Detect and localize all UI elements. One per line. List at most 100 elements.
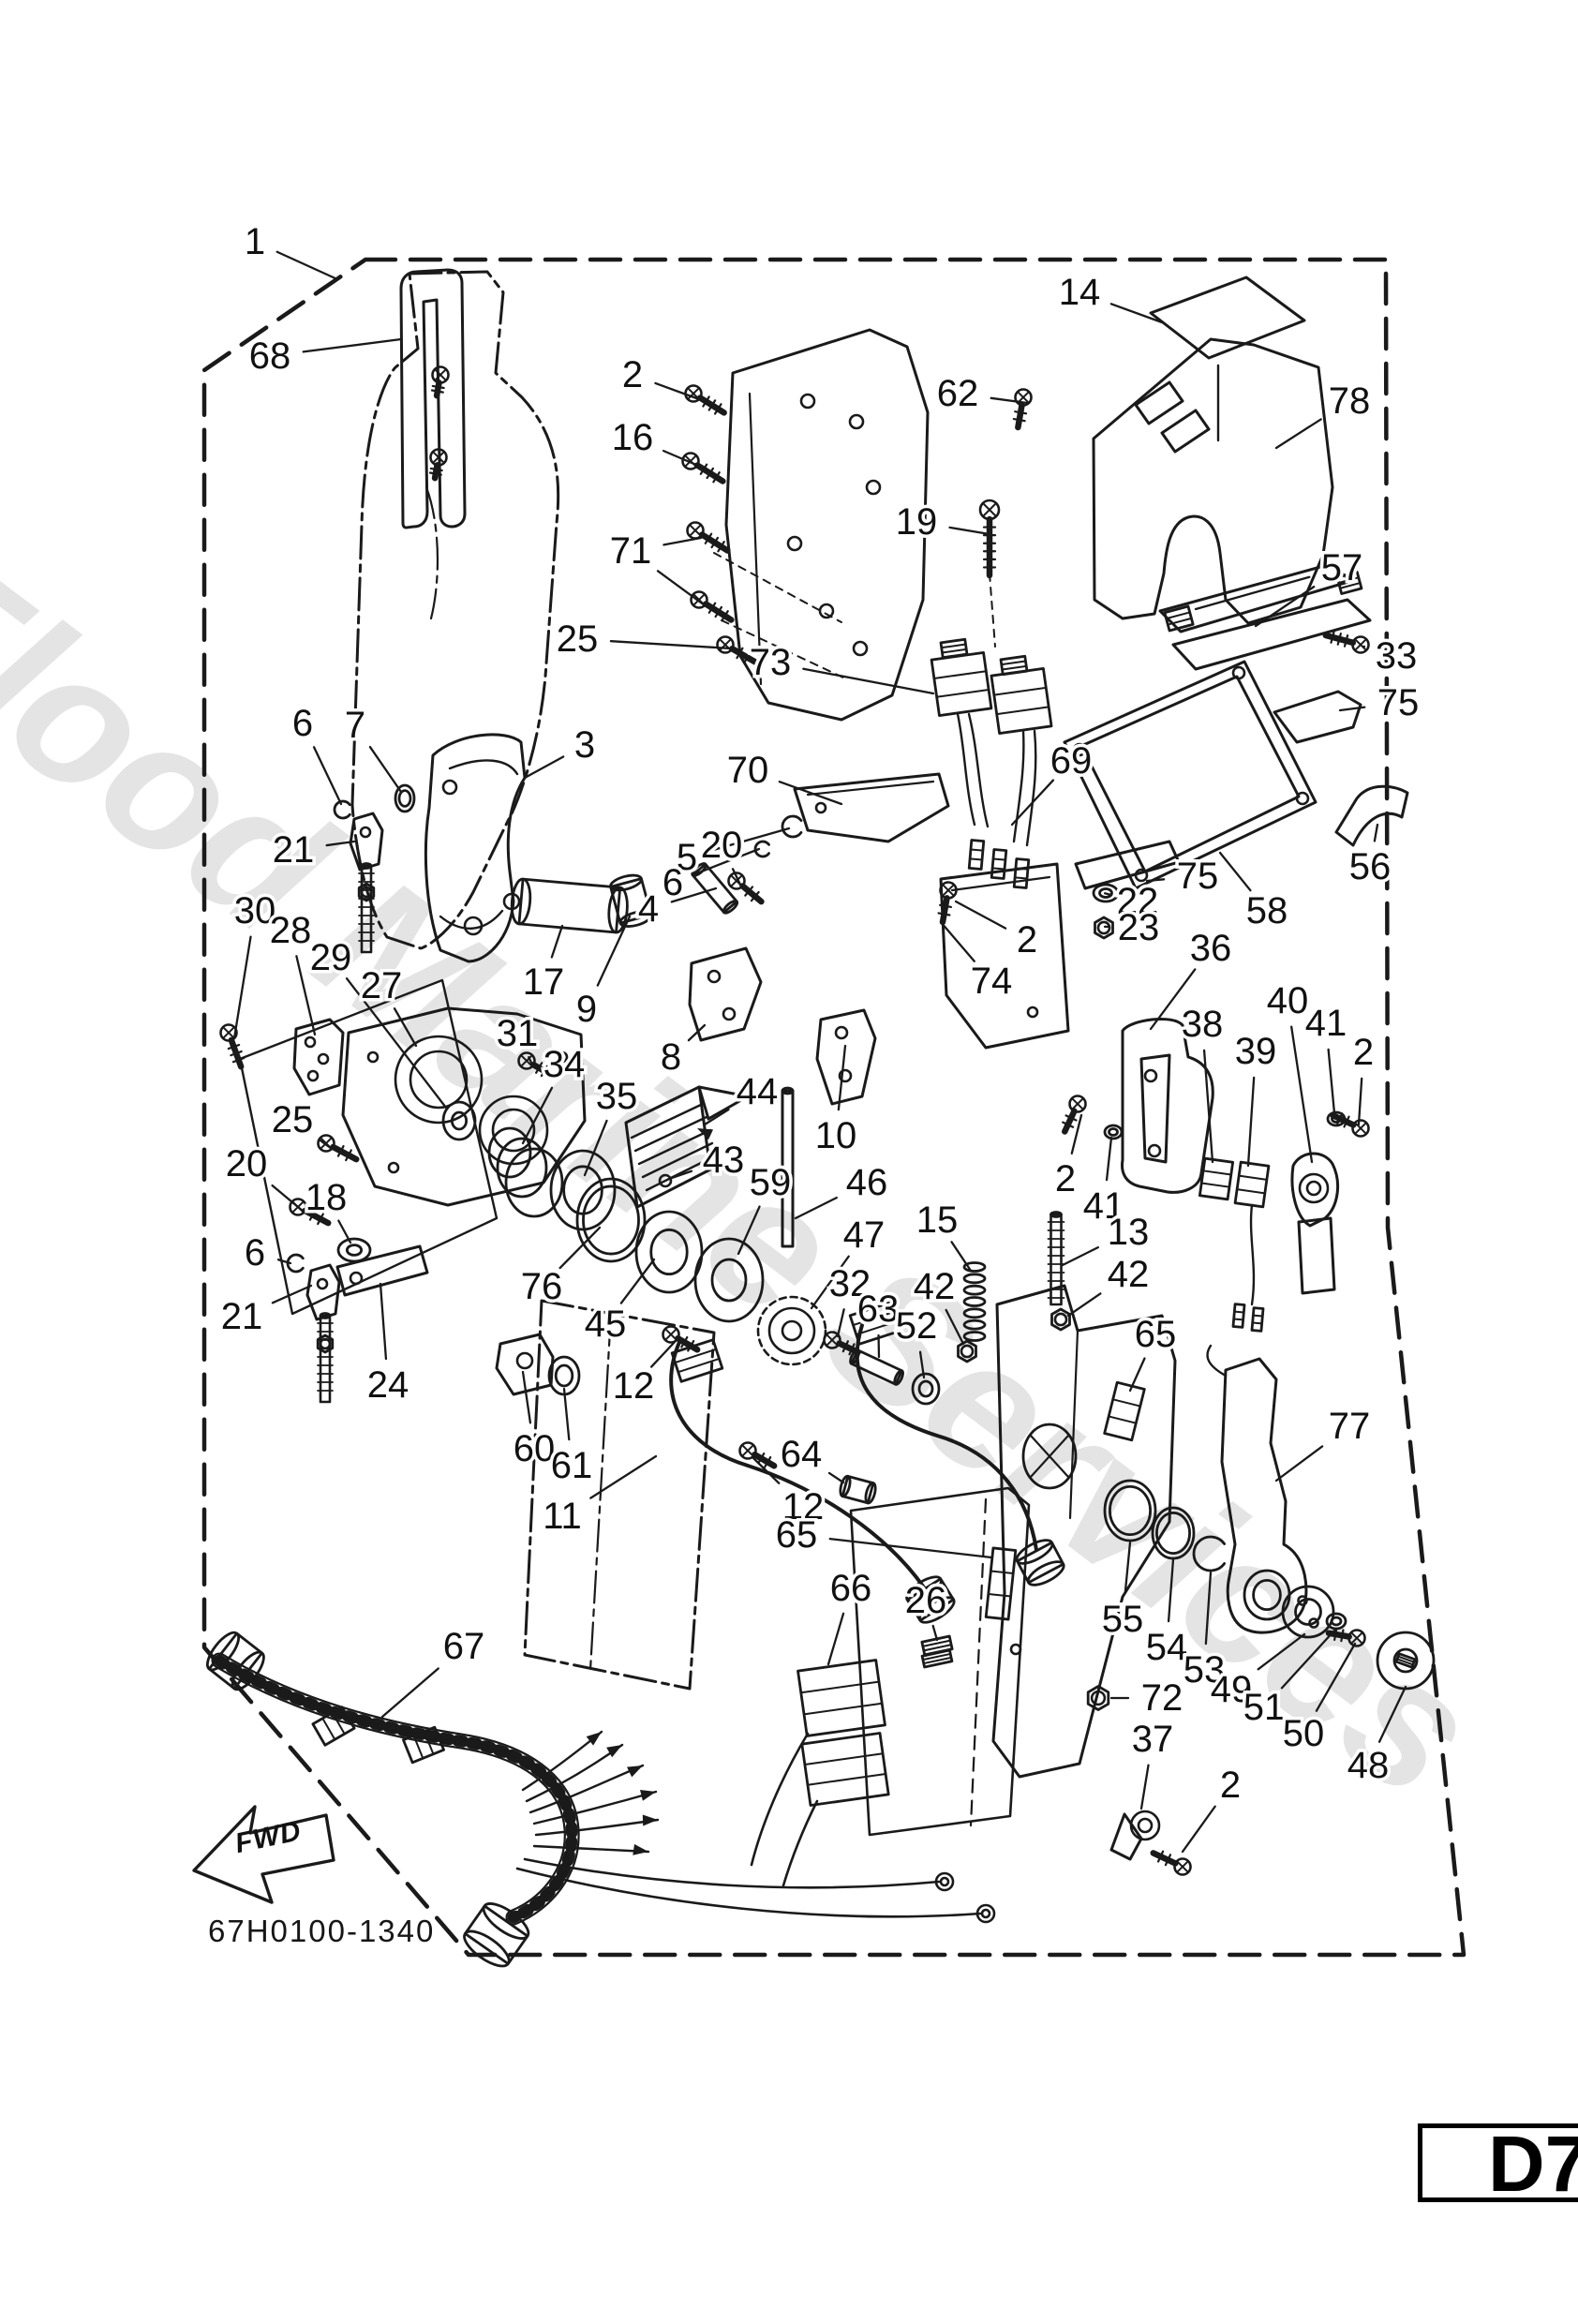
hole [359, 826, 372, 839]
callout-label-12: 12 [613, 1365, 655, 1407]
damper [1103, 1380, 1146, 1442]
fwd-arrow [192, 1805, 335, 1904]
screw [1333, 1627, 1338, 1641]
callout-label-30: 30 [234, 890, 276, 931]
leader-line [295, 955, 317, 1036]
leader-line [1010, 779, 1055, 827]
part-detail [932, 670, 988, 679]
leader-line [337, 1219, 352, 1244]
panel-slot [1139, 1053, 1171, 1164]
mount-panel-ghost [523, 1299, 716, 1691]
housing [991, 1284, 1177, 1779]
callout-label-70: 70 [727, 750, 769, 791]
stud-bolt [1050, 1213, 1063, 1306]
hole [463, 916, 484, 936]
part-detail [800, 1732, 890, 1807]
circlip [1192, 1535, 1227, 1572]
sensor-housing [1290, 1152, 1339, 1228]
screw [675, 1335, 701, 1353]
screw [707, 602, 717, 614]
part-detail [510, 877, 532, 926]
screw [1062, 1121, 1075, 1128]
dowel-pin [781, 1089, 795, 1248]
part-detail [921, 1652, 952, 1661]
callout-label-20: 20 [226, 1143, 268, 1184]
leader-line [752, 1456, 781, 1484]
leader-line [1139, 1764, 1150, 1810]
callout-label-17: 17 [523, 961, 565, 1003]
sprocket-bore [781, 1319, 803, 1342]
part-detail [941, 648, 968, 654]
callout-label-2: 2 [622, 354, 643, 395]
grommet [554, 1363, 574, 1388]
screw [942, 884, 955, 897]
screw [1068, 1095, 1087, 1113]
rail-block [1163, 604, 1195, 633]
washer [345, 1244, 364, 1257]
friction-disc [693, 1237, 765, 1323]
leader-line [945, 1308, 965, 1346]
friction-disc [710, 1258, 748, 1303]
leader-line [345, 977, 448, 1110]
screw [1350, 1631, 1363, 1645]
callout-label-11: 11 [543, 1496, 582, 1537]
part-detail [1016, 1541, 1065, 1585]
screw [690, 590, 708, 609]
screw [1330, 631, 1335, 644]
part-detail [803, 1702, 884, 1716]
leader-line [1149, 968, 1197, 1031]
part-detail [1103, 1380, 1146, 1442]
leader-line [737, 1205, 761, 1256]
callout-label-9: 9 [576, 989, 597, 1030]
leader-line [1257, 1632, 1306, 1671]
callout-label-42: 42 [914, 1266, 956, 1307]
leader-line [703, 1108, 730, 1126]
callout-label-47: 47 [843, 1214, 886, 1256]
callout-label-72: 72 [1141, 1677, 1184, 1719]
part-detail [918, 1596, 956, 1624]
clamp [1129, 1810, 1161, 1841]
part-detail [969, 857, 984, 861]
screw [939, 895, 950, 926]
part-detail [231, 1650, 265, 1691]
bracket [815, 1008, 877, 1106]
part-detail [311, 1706, 356, 1747]
part-detail [1251, 1321, 1263, 1325]
ring-terminal [934, 1871, 955, 1892]
callout-label-29: 29 [310, 937, 352, 978]
callout-label-26: 26 [905, 1580, 947, 1621]
leader-line [1280, 1629, 1336, 1690]
lead-wire [515, 1867, 982, 1918]
callout-label-36: 36 [1190, 928, 1232, 969]
bore [1298, 1172, 1330, 1204]
part-detail [984, 1546, 1018, 1621]
callout-label-49: 49 [1211, 1669, 1253, 1710]
housing-edge [1068, 1329, 1079, 1520]
callout-label-65: 65 [776, 1514, 818, 1556]
screw [764, 1455, 772, 1468]
part-detail [321, 1717, 336, 1741]
part-detail [331, 1711, 346, 1736]
bore [1305, 1180, 1322, 1197]
hole [1297, 1595, 1308, 1606]
screw [848, 1343, 856, 1356]
control-arm [1220, 1357, 1308, 1634]
callout-label-3: 3 [574, 724, 595, 766]
callout-label-51: 51 [1243, 1687, 1286, 1728]
callout-label-23: 23 [1118, 907, 1160, 948]
callout-label-65: 65 [1135, 1314, 1177, 1355]
screw [429, 467, 443, 472]
switch [990, 667, 1053, 735]
screw [1343, 633, 1349, 648]
leader-line [656, 570, 707, 607]
callout-label-78: 78 [1329, 380, 1371, 422]
part-detail [939, 637, 969, 660]
bushing-ring [1103, 1479, 1157, 1542]
pin-rod [849, 1348, 904, 1386]
cam-plate [549, 1149, 617, 1231]
leader-line [1105, 1136, 1113, 1182]
control-head-ghost [350, 270, 560, 950]
leader-line [1181, 1805, 1216, 1854]
ring-terminal [980, 1908, 991, 1919]
part-detail [999, 654, 1029, 677]
